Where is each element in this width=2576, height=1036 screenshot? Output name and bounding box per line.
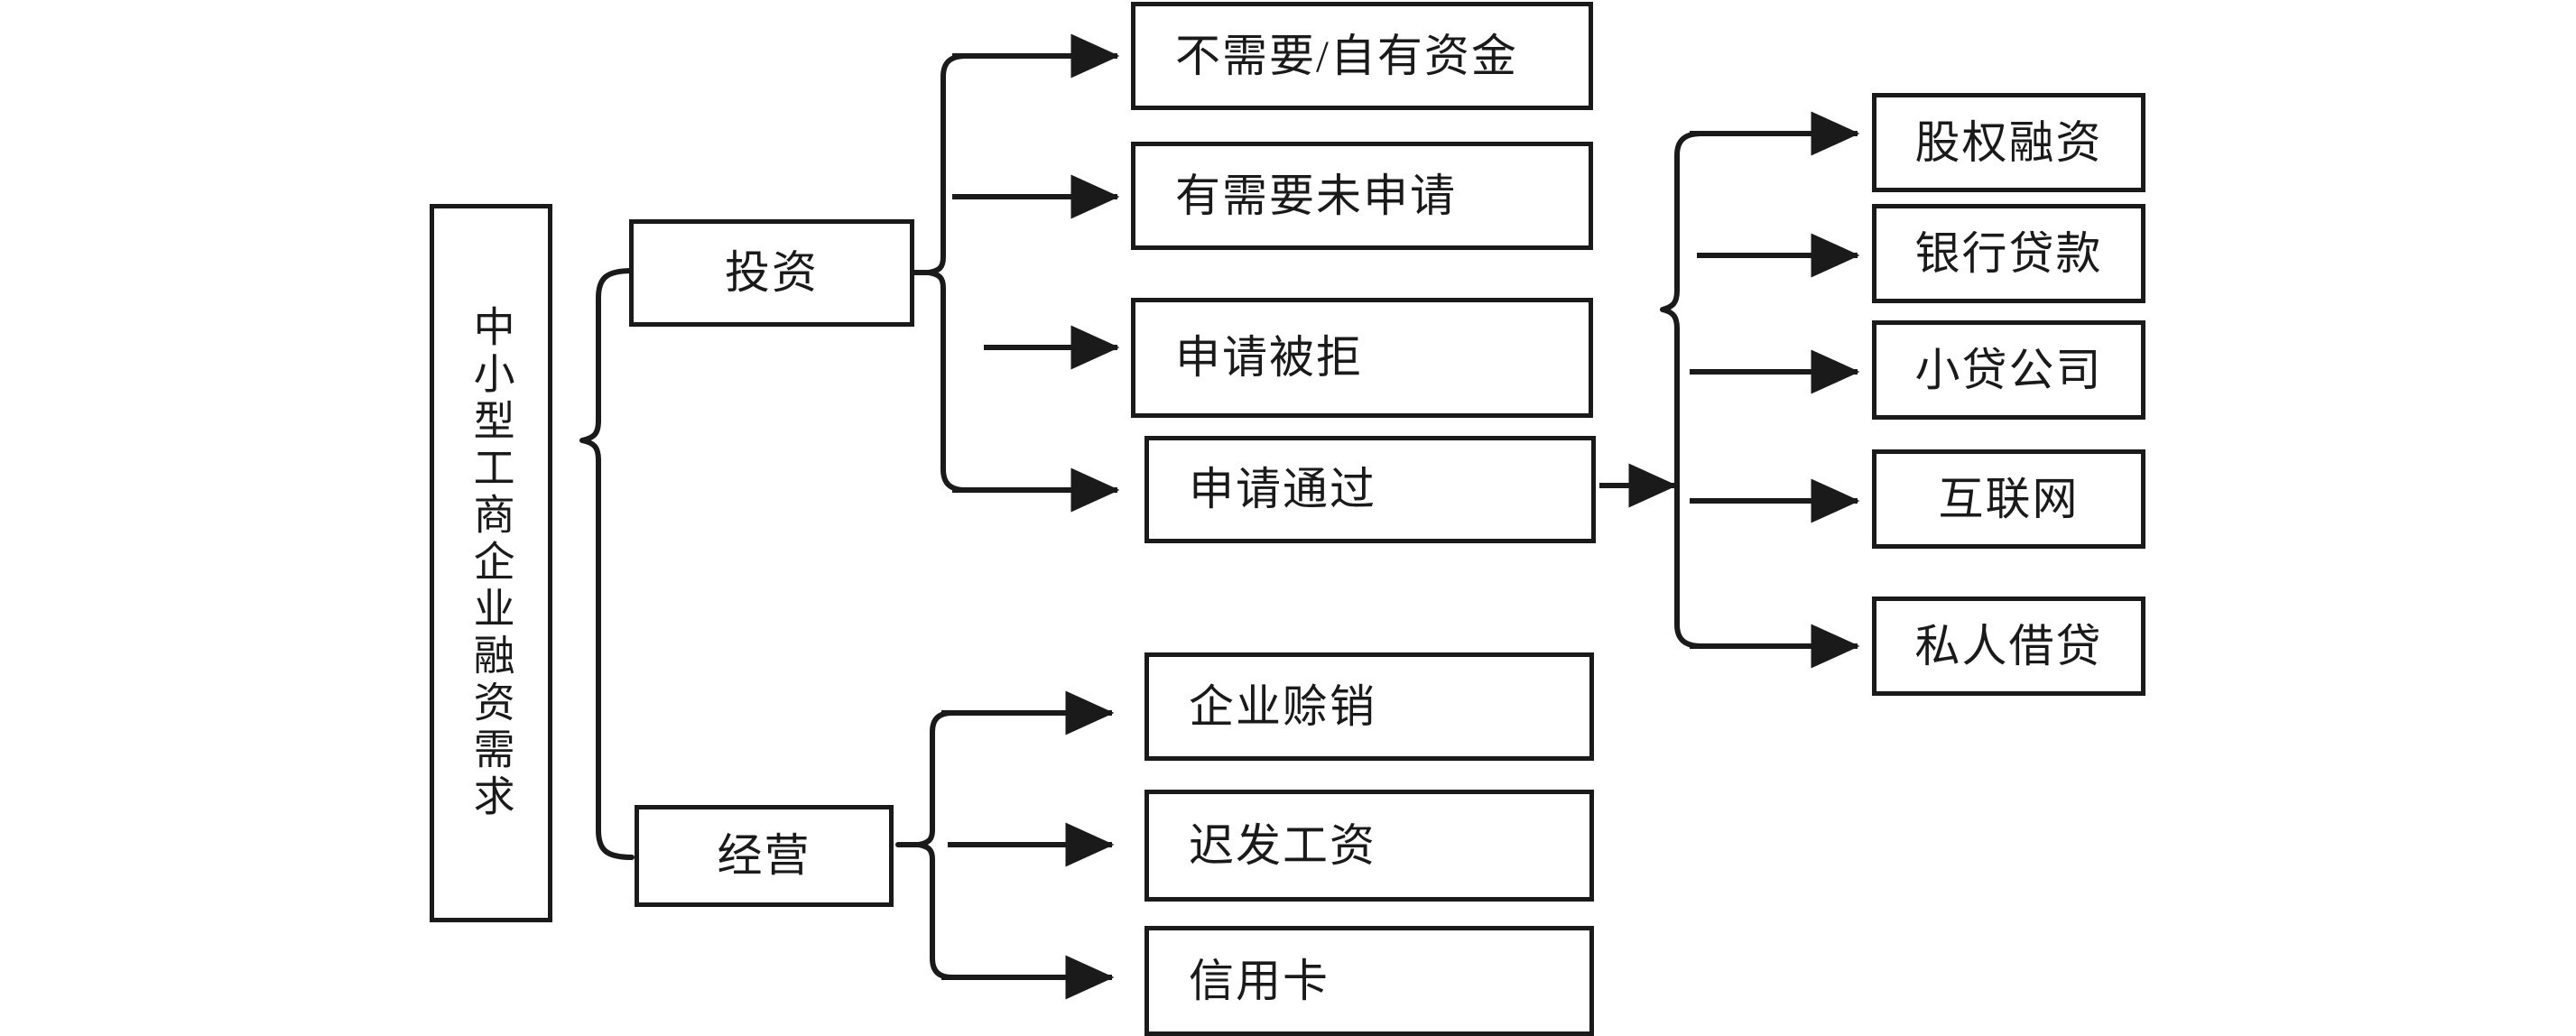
node-channel-equity-label: 股权融资: [1914, 116, 2103, 168]
node-channel-equity[interactable]: 股权融资: [1872, 93, 2145, 192]
node-leaf-credit-card[interactable]: 信用卡: [1144, 926, 1594, 1036]
node-branch-operation-label: 经营: [717, 830, 811, 882]
node-leaf-need-not-applied-label: 有需要未申请: [1175, 170, 1457, 221]
node-branch-operation[interactable]: 经营: [635, 805, 894, 907]
node-channel-micro-loan-label: 小贷公司: [1914, 344, 2103, 395]
arrow-group-investment: [952, 33, 1120, 513]
node-branch-investment-label: 投资: [725, 247, 819, 299]
arrow-group-channels: [1690, 111, 1860, 669]
node-branch-investment[interactable]: 投资: [629, 219, 914, 327]
node-leaf-delayed-wages-label: 迟发工资: [1189, 819, 1376, 871]
brace-root-to-branches: [579, 268, 635, 860]
brace-operation-to-leaves: [895, 710, 955, 980]
node-leaf-trade-credit[interactable]: 企业赊销: [1144, 652, 1594, 761]
node-channel-internet-label: 互联网: [1938, 473, 2080, 524]
node-leaf-approved-label: 申请通过: [1189, 464, 1376, 515]
brace-channels: [1660, 131, 1704, 649]
node-root[interactable]: 中小型工商企业融资需求: [430, 204, 552, 922]
node-leaf-approved[interactable]: 申请通过: [1144, 436, 1596, 543]
node-leaf-no-need[interactable]: 不需要/自有资金: [1131, 2, 1593, 110]
node-channel-private-lending-label: 私人借贷: [1914, 620, 2103, 671]
node-leaf-delayed-wages[interactable]: 迟发工资: [1144, 790, 1594, 902]
node-leaf-credit-card-label: 信用卡: [1189, 955, 1330, 1006]
node-channel-internet[interactable]: 互联网: [1872, 449, 2145, 549]
arrow-group-operation: [941, 690, 1115, 1000]
node-leaf-trade-credit-label: 企业赊销: [1189, 680, 1376, 732]
node-leaf-no-need-label: 不需要/自有资金: [1175, 30, 1518, 81]
node-channel-private-lending[interactable]: 私人借贷: [1872, 597, 2145, 696]
node-leaf-need-not-applied[interactable]: 有需要未申请: [1131, 142, 1593, 250]
node-channel-micro-loan[interactable]: 小贷公司: [1872, 320, 2145, 420]
node-channel-bank-loan-label: 银行贷款: [1914, 227, 2103, 279]
node-leaf-rejected[interactable]: 申请被拒: [1131, 298, 1593, 418]
node-leaf-rejected-label: 申请被拒: [1175, 332, 1363, 384]
node-channel-bank-loan[interactable]: 银行贷款: [1872, 204, 2145, 303]
brace-investment-to-leaves: [912, 53, 968, 493]
node-root-label: 中小型工商企业融资需求: [468, 305, 514, 821]
